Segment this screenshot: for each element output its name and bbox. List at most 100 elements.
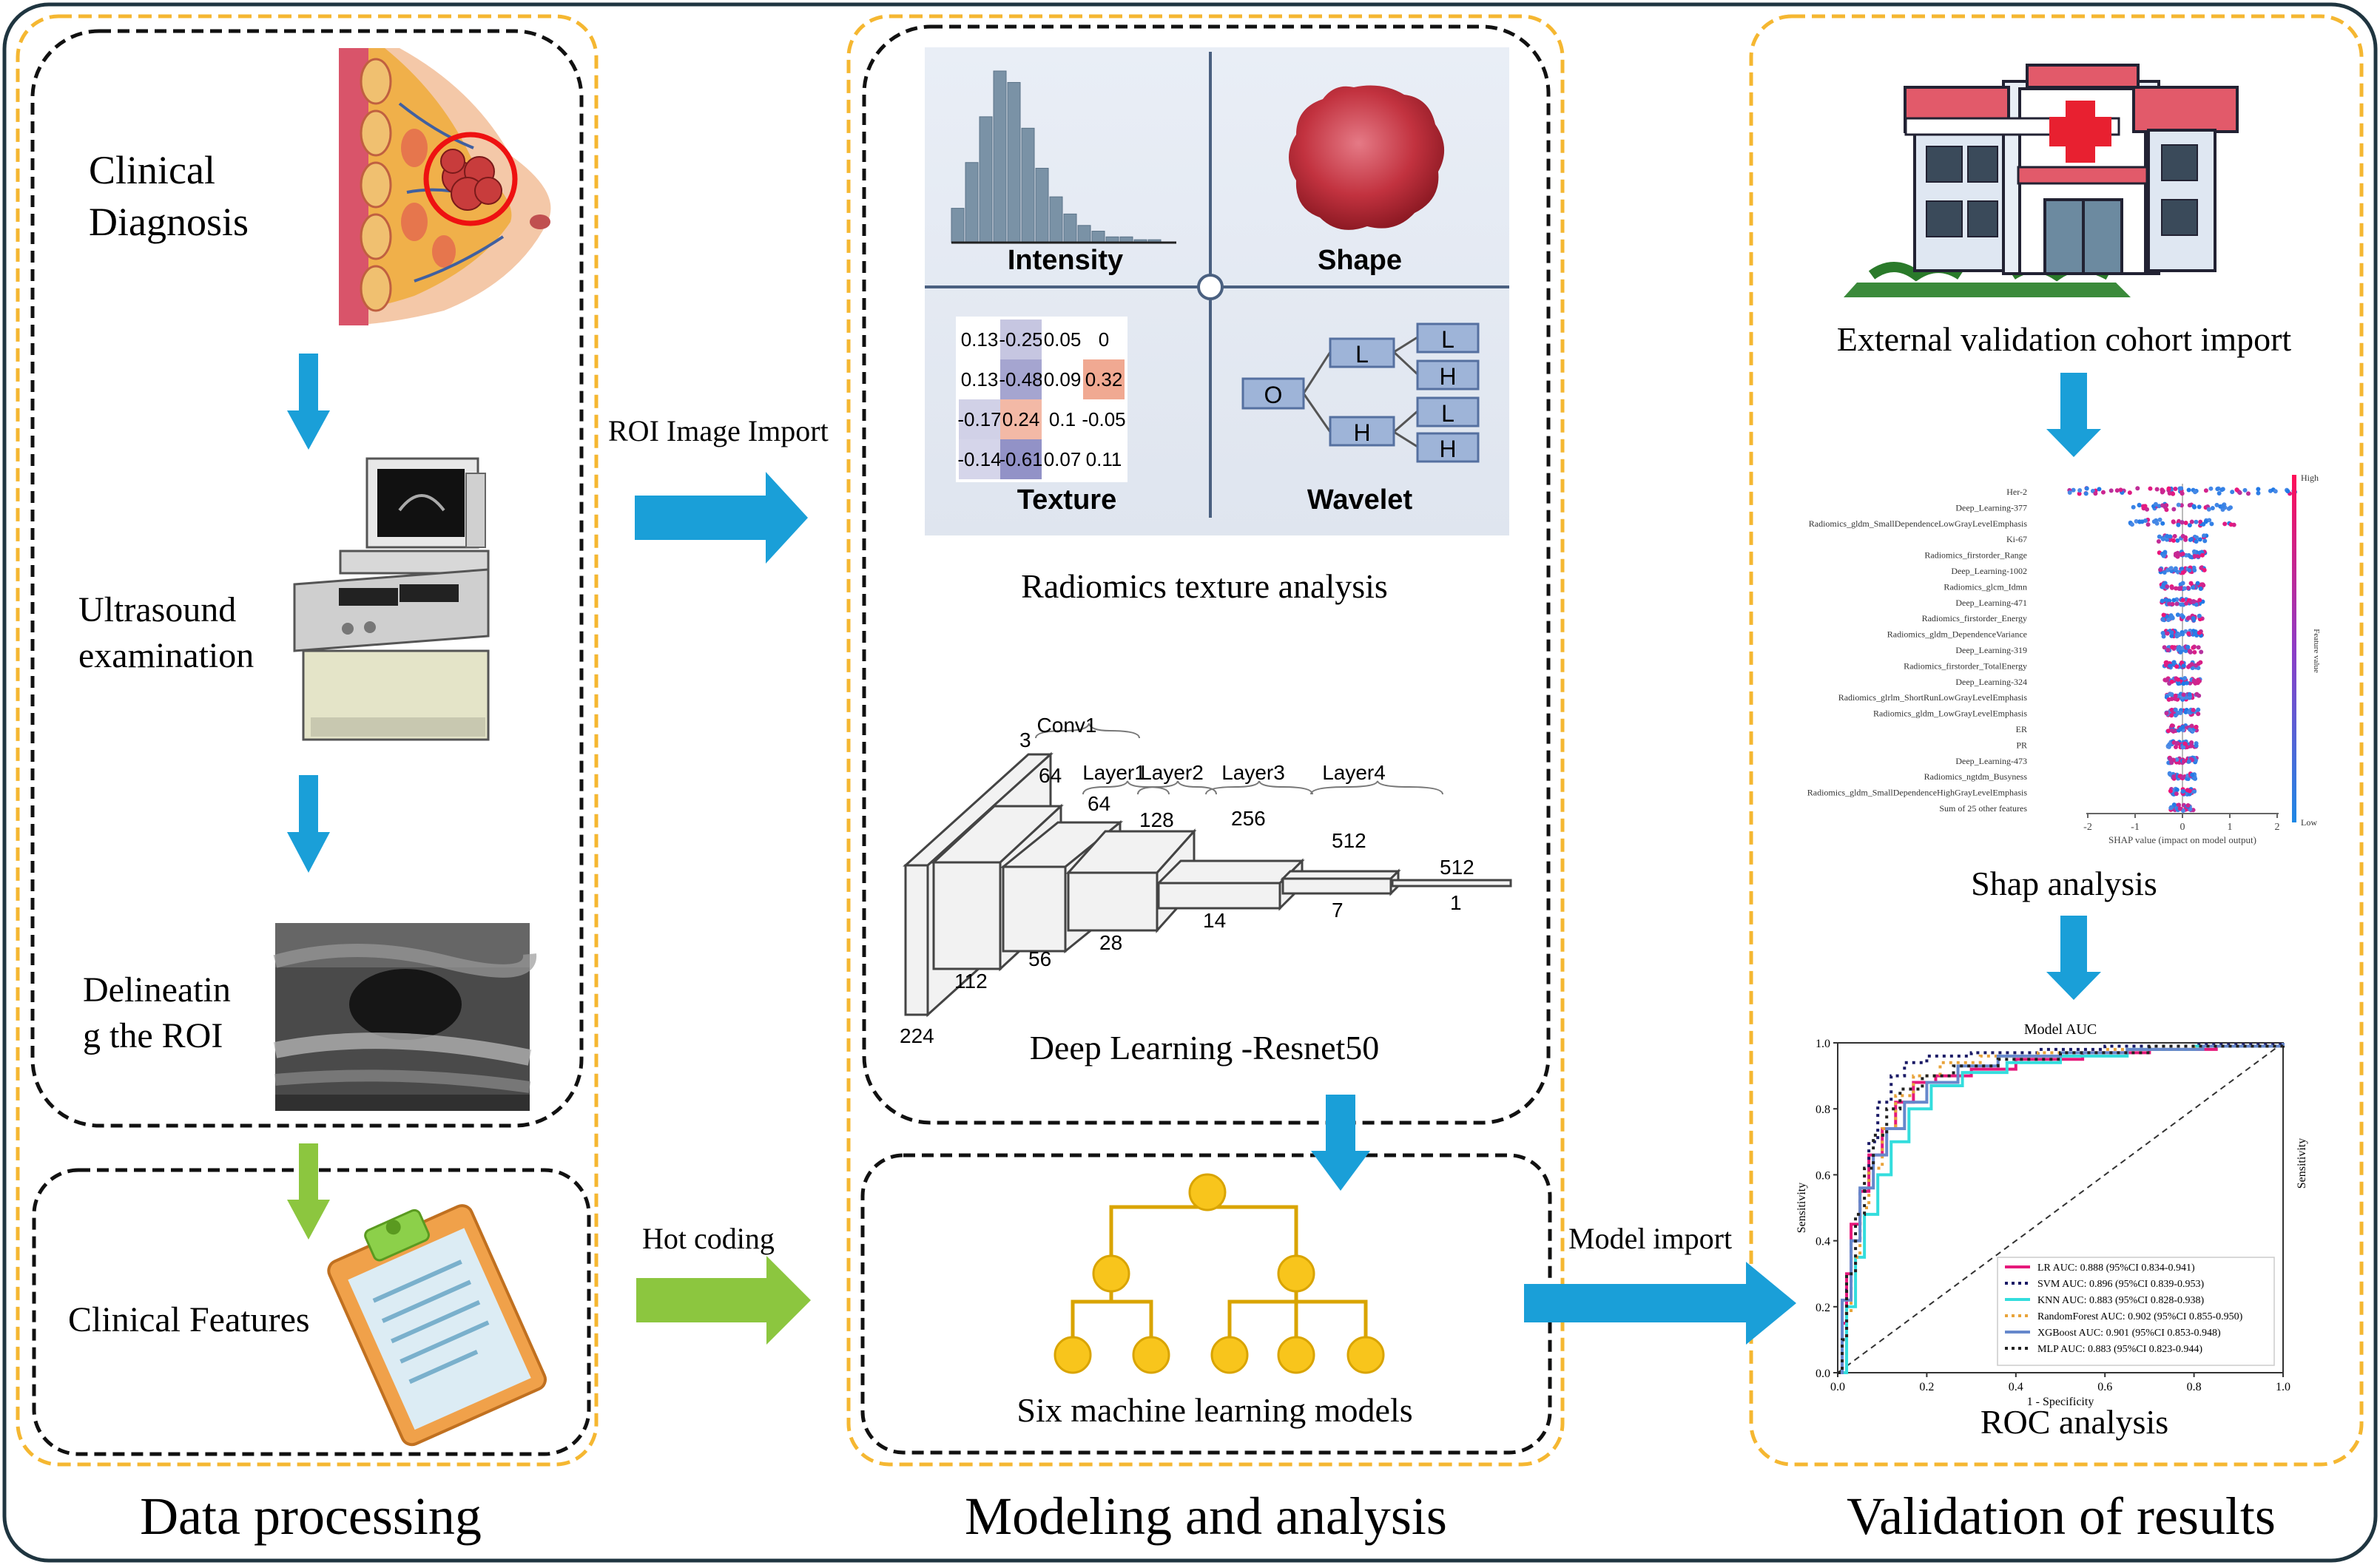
shap-point	[2172, 534, 2177, 539]
resnet-dim-224: 224	[900, 1024, 934, 1047]
shap-point	[2114, 488, 2120, 493]
delineating-line1: Delineatin	[83, 970, 231, 1010]
resnet-layer-4: Layer4	[1322, 761, 1386, 784]
shap-point	[2203, 488, 2208, 493]
radiomics-caption: Radiomics texture analysis	[1021, 567, 1388, 605]
roc-title: Model AUC	[2024, 1021, 2097, 1038]
shap-point	[2187, 788, 2192, 794]
shap-point	[2164, 711, 2169, 716]
shap-point	[2180, 632, 2185, 637]
shap-feature-label: Deep_Learning-471	[1955, 598, 2027, 608]
shap-feature-label: Deep_Learning-324	[1955, 677, 2027, 687]
resnet-layer-3: Layer3	[1221, 761, 1285, 784]
shap-point	[2187, 692, 2192, 697]
shap-point	[2169, 630, 2174, 635]
matrix-value: 0.13	[961, 368, 999, 391]
shap-point	[2194, 743, 2199, 748]
shap-point	[2188, 680, 2193, 686]
down-arrow-2	[287, 775, 330, 873]
shap-point	[2199, 582, 2204, 587]
shap-point	[2129, 522, 2134, 527]
shap-point	[2176, 677, 2181, 682]
resnet-diagram	[903, 751, 1512, 1018]
shap-point	[2165, 618, 2171, 623]
model-import-label: Model import	[1568, 1222, 1732, 1255]
wavelet-tree: O L H L H L H	[1241, 322, 1480, 463]
shap-point	[2170, 601, 2175, 606]
shap-feature-label: Radiomics_gldm_DependenceVariance	[1887, 629, 2027, 640]
shap-feature-label: Radiomics_glrlm_ShortRunLowGrayLevelEmph…	[1838, 692, 2028, 703]
shap-point	[2190, 772, 2195, 777]
roc-ylabel-right: Sensitivity	[2296, 1138, 2308, 1189]
shap-point	[2192, 553, 2197, 558]
shap-point	[2176, 522, 2181, 527]
shap-point	[2145, 507, 2150, 512]
roc-series-line	[1838, 1043, 2285, 1374]
shap-point	[2194, 539, 2199, 544]
shap-point	[2168, 692, 2174, 697]
shap-point	[2180, 570, 2185, 575]
shap-point	[2197, 678, 2202, 683]
matrix-value: -0.14	[957, 448, 1001, 470]
matrix-cell	[1083, 399, 1125, 439]
roc-legend-label: MLP AUC: 0.883 (95%CI 0.823-0.944)	[2037, 1344, 2202, 1355]
section-box-data-processing	[16, 14, 599, 1467]
shap-point	[2077, 487, 2083, 493]
shap-point	[2148, 486, 2153, 491]
shap-point	[2171, 507, 2177, 512]
shap-tick-label: -1	[2131, 822, 2140, 833]
shap-colorbar	[2292, 475, 2296, 822]
shap-point	[2210, 506, 2215, 511]
shap-caption: Shap analysis	[1971, 865, 2157, 902]
resnet-dim-14: 14	[1203, 909, 1226, 932]
intensity-histogram	[951, 70, 1162, 243]
shap-point	[2083, 491, 2089, 496]
shap-point	[2178, 649, 2183, 655]
shap-point	[2185, 616, 2191, 621]
shap-x-label: SHAP value (impact on model output)	[2108, 834, 2256, 845]
histogram-bar	[1091, 231, 1105, 243]
shap-point	[2214, 502, 2219, 507]
shap-feature-label: Deep_Learning-1002	[1951, 566, 2027, 576]
histogram-bar	[979, 116, 993, 243]
matrix-value: 0.1	[1049, 408, 1076, 430]
shap-point	[2160, 536, 2165, 541]
clinical-diagnosis-line2: Diagnosis	[89, 200, 249, 244]
histogram-bar	[993, 70, 1007, 243]
shap-feature-label: Radiomics_ngtdm_Busyness	[1924, 771, 2028, 782]
wavelet-node-hh: H	[1439, 436, 1456, 462]
resnet-dim-512b: 512	[1440, 856, 1474, 879]
matrix-cell	[1000, 439, 1042, 479]
shap-point	[2156, 539, 2161, 544]
shap-point	[2242, 487, 2248, 493]
shap-point	[2197, 630, 2202, 635]
resnet-caption: Deep Learning -Resnet50	[1030, 1029, 1380, 1067]
matrix-cell	[1042, 320, 1083, 359]
roc-xtick-label: 0.6	[2097, 1381, 2112, 1393]
matrix-value: 0.24	[1002, 408, 1040, 430]
shap-point	[2197, 693, 2202, 698]
shap-point	[2197, 613, 2202, 618]
shap-feature-label: Radiomics_gldm_LowGrayLevelEmphasis	[1873, 709, 2027, 719]
shap-point	[2168, 757, 2174, 762]
shap-point	[2171, 491, 2176, 496]
shap-point	[2174, 757, 2180, 762]
shap-feature-label: Radiomics_firstorder_Energy	[1922, 613, 2027, 623]
shap-feature-label: Sum of 25 other features	[1939, 803, 2027, 814]
shap-point	[2169, 585, 2174, 590]
shap-point	[2196, 661, 2201, 666]
shap-point	[2171, 802, 2177, 808]
matrix-cell	[1083, 359, 1125, 399]
shap-point	[2182, 675, 2188, 680]
roc-legend-label: SVM AUC: 0.896 (95%CI 0.839-0.953)	[2037, 1279, 2205, 1290]
resnet-dim-64a: 64	[1039, 764, 1062, 787]
shap-point	[2131, 504, 2136, 510]
shap-point	[2256, 487, 2261, 492]
shap-point	[2127, 490, 2132, 496]
shap-point	[2179, 660, 2184, 666]
matrix-cell	[1042, 399, 1083, 439]
shap-point	[2171, 660, 2177, 665]
ultrasound-line1: Ultrasound	[78, 590, 236, 629]
